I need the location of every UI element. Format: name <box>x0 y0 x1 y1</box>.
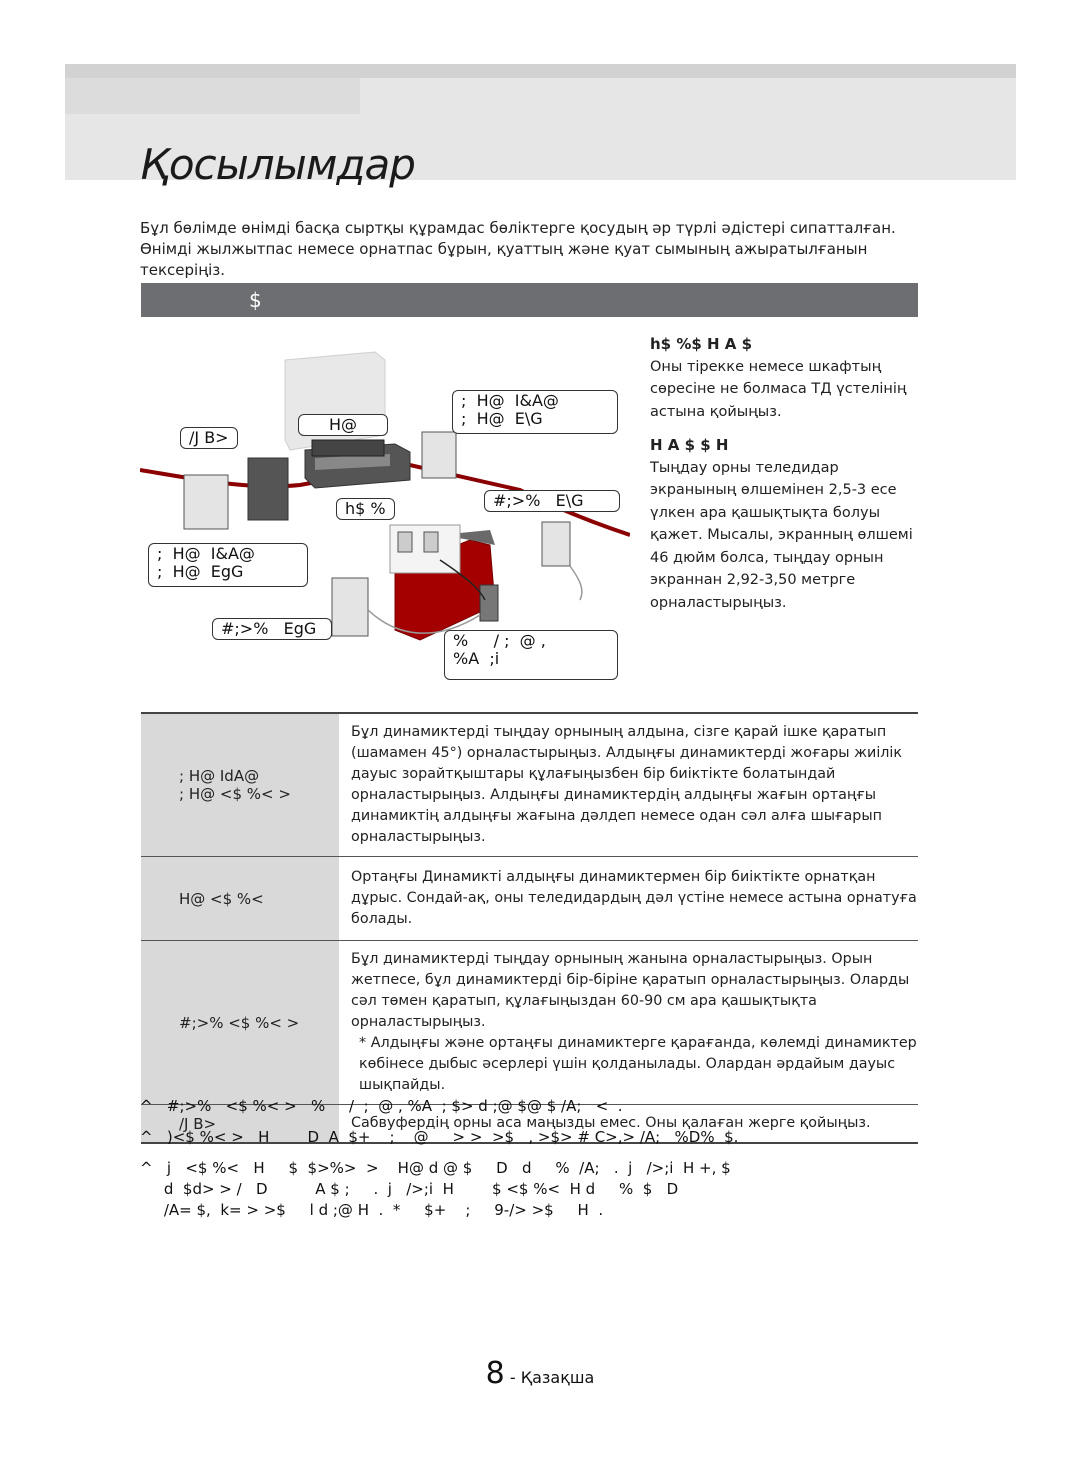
row-text-main: Бұл динамиктерді тыңдау орнының жанына о… <box>351 951 910 1030</box>
callout-wireless-line2: %A ;i <box>453 649 500 668</box>
footnote-3: ^ j <$ %< H $ $>%> > H@ d @ $ D d % /A; … <box>140 1159 731 1219</box>
connector-right-icon <box>423 531 439 553</box>
callout-main-unit: h$ % <box>336 498 395 520</box>
table-row-subwoofer: /J B> Сабвуфердің орны аса маңызды емес.… <box>141 1105 918 1144</box>
listening-position-block: H A $ $ H Тыңдау орны теледидар экраныны… <box>650 434 920 614</box>
center-speaker-icon <box>311 439 385 457</box>
placement-main-unit-block: h$ %$ H A $ Оны тірекке немесе шкафтың с… <box>650 333 920 423</box>
cable-line <box>439 559 486 601</box>
wireless-receiver-icon <box>479 584 499 622</box>
header-strip <box>65 64 1016 78</box>
header-strip-accent <box>65 78 360 114</box>
footer-language: - Қазақша <box>509 1368 595 1387</box>
callout-front-left-line1: ; H@ I&A@ <box>157 544 255 563</box>
callout-front-left-line2: ; H@ EgG <box>157 562 244 581</box>
front-right-speaker-icon <box>421 431 457 479</box>
main-unit-front <box>315 454 390 470</box>
row-label-line1: #;>% <$ %< > <box>179 1013 300 1032</box>
main-unit-heading: h$ %$ H A $ <box>650 335 753 353</box>
cable-line-right <box>569 565 583 601</box>
cable-line-left <box>367 609 481 634</box>
table-row-surround: #;>% <$ %< > Бұл динамиктерді тыңдау орн… <box>141 941 918 1105</box>
row-label-line1: H@ <$ %< <box>179 889 264 908</box>
page-title: Қосылымдар <box>140 140 416 189</box>
front-left-speaker-icon <box>183 474 229 530</box>
speaker-placement-diagram: /J B> H@ ; H@ I&A@; H@ E\G h$ % #;>% E\G… <box>139 340 631 690</box>
row-text: Ортаңғы Динамикті алдыңғы динамиктермен … <box>351 869 917 927</box>
page-footer: 8 - Қазақша <box>0 1356 1080 1391</box>
row-label-line2: ; H@ <$ %< > <box>179 785 291 803</box>
row-text: Бұл динамиктерді тыңдау орнының алдына, … <box>351 724 903 845</box>
row-text: Бұл динамиктерді тыңдау орнының жанына о… <box>351 941 918 1104</box>
listening-position-text: Тыңдау орны теледидар экранының өлшеміне… <box>650 459 913 611</box>
callout-wireless: % / ; @ ,%A ;i <box>444 630 618 680</box>
row-label: ; H@ IdA@ ; H@ <$ %< > <box>141 714 339 856</box>
connector-left-icon <box>397 531 413 553</box>
footnotes: ^ #;>% <$ %< > % / ; @ , %A ; $> d ;@ $@… <box>140 1096 920 1231</box>
callout-front-right-line2: ; H@ E\G <box>461 409 543 428</box>
row-label-line1: ; H@ IdA@ <box>179 767 260 785</box>
callout-surround-left: #;>% EgG <box>212 618 332 640</box>
callout-front-right-line1: ; H@ I&A@ <box>461 391 559 410</box>
callout-subwoofer: /J B> <box>180 427 238 449</box>
table-row-front: ; H@ IdA@ ; H@ <$ %< > Бұл динамиктерді … <box>141 714 918 857</box>
listening-position-heading: H A $ $ H <box>650 436 729 454</box>
subwoofer-icon <box>247 457 289 521</box>
row-note: * Алдыңғы және ортаңғы динамиктерге қара… <box>359 1035 917 1093</box>
callout-wireless-line1: % / ; @ , <box>453 631 546 650</box>
callout-front-left: ; H@ I&A@; H@ EgG <box>148 543 308 587</box>
main-unit-text: Оны тірекке немесе шкафтың сөресіне не б… <box>650 358 907 420</box>
speaker-placement-table: ; H@ IdA@ ; H@ <$ %< > Бұл динамиктерді … <box>141 712 918 1144</box>
row-label: #;>% <$ %< > <box>141 941 339 1104</box>
row-label: /J B> <box>141 1105 339 1142</box>
surround-right-speaker-icon <box>541 521 571 567</box>
footnote-2: ^ )<$ %< > H D A $+ ; @ > > >$ , >$> # C… <box>140 1128 739 1146</box>
section-heading-bar: $ <box>141 283 918 317</box>
callout-center: H@ <box>298 414 388 436</box>
row-text: Сабвуфердің орны аса маңызды емес. Оны қ… <box>351 1115 871 1131</box>
page-number: 8 <box>485 1356 505 1391</box>
callout-surround-right: #;>% E\G <box>484 490 620 512</box>
intro-paragraph: Бұл бөлімде өнімді басқа сыртқы құрамдас… <box>140 219 896 279</box>
row-label: H@ <$ %< <box>141 857 339 940</box>
row-label-line1: /J B> <box>179 1114 217 1133</box>
surround-left-speaker-icon <box>331 577 369 637</box>
callout-front-right: ; H@ I&A@; H@ E\G <box>452 390 618 434</box>
table-row-center: H@ <$ %< Ортаңғы Динамикті алдыңғы динам… <box>141 857 918 941</box>
section-heading: $ <box>249 288 262 312</box>
footnote-1: ^ #;>% <$ %< > % / ; @ , %A ; $> d ;@ $@… <box>140 1097 623 1115</box>
